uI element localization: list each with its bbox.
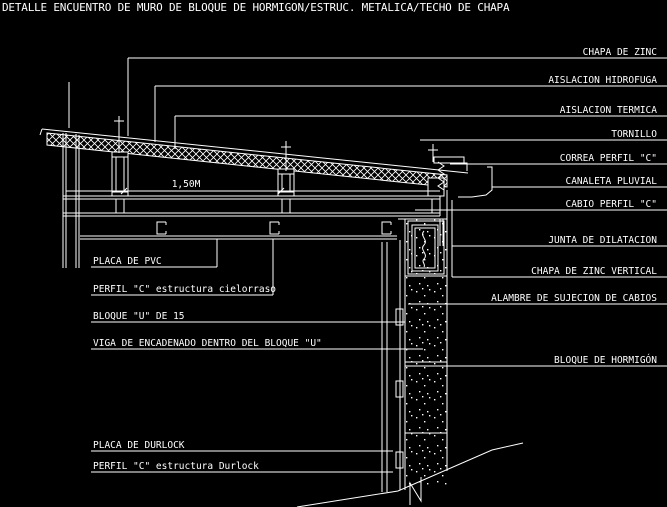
label-bloque-hormigon: BLOQUE DE HORMIGÓN [554,354,657,366]
right-label-texts: CHAPA DE ZINC AISLACION HIDROFUGA AISLAC… [491,47,657,366]
roof-end-step [464,162,468,171]
label-perfil-durlock: PERFIL "C" estructura Durlock [93,461,259,472]
zinc-sheet-left-hook [39,128,43,136]
bond-beam-inner [414,227,436,269]
label-chapa-de-zinc: CHAPA DE ZINC [583,47,657,58]
durlock-c-profile-1 [395,308,404,326]
fixing-coil [437,161,445,191]
right-leaders [127,57,667,367]
break-diagonal [296,442,524,507]
dimension-text: 1,50M [172,179,201,190]
durlock-c-profile-2 [395,380,404,398]
screw-2 [281,141,291,171]
dimension-tick-right [277,187,285,195]
u-block-outline [407,220,445,275]
label-alambre-sujecion: ALAMBRE DE SUJECION DE CABIOS [491,293,657,304]
roof-assembly [39,82,469,188]
bond-beam-outer [411,224,439,272]
label-viga-encadenado: VIGA DE ENCADENADO DENTRO DEL BLOQUE "U" [93,338,322,349]
block-wall [398,190,453,490]
ceiling-structure [63,187,441,240]
purlin-1 [111,151,129,213]
label-aislacion-termica: AISLACION TERMICA [560,105,658,116]
left-label-texts: PLACA DE PVC PERFIL "C" estructura cielo… [93,256,322,472]
roof-insulation-hatch [46,132,448,188]
durlock-lining [381,240,404,492]
c-channel-bracket-3 [381,221,392,235]
drawing-title: DETALLE ENCUENTRO DE MURO DE BLOQUE DE H… [2,1,510,14]
break-zigzag [409,477,422,505]
label-bloque-u-15: BLOQUE "U" DE 15 [93,311,185,322]
rebar-squiggle [422,230,426,268]
wall-stipple [405,219,447,485]
label-perfil-cielorraso: PERFIL "C" estructura cielorraso [93,284,276,295]
rain-gutter-profile [458,166,493,198]
c-channel-bracket-1 [156,221,167,235]
label-placa-pvc: PLACA DE PVC [93,256,162,267]
label-placa-durlock: PLACA DE DURLOCK [93,440,185,451]
dimension-tick-left [120,187,128,195]
label-tornillo: TORNILLO [611,129,657,140]
c-channel-bracket-2 [269,221,280,235]
durlock-c-profile-3 [395,451,404,469]
left-leaders [91,239,423,473]
label-cabio-perfil-c: CABIO PERFIL "C" [565,199,657,210]
break-line [296,442,524,507]
left-column [62,133,80,268]
label-junta-dilatacion: JUNTA DE DILATACION [548,235,657,246]
label-chapa-zinc-vertical: CHAPA DE ZINC VERTICAL [531,266,657,277]
label-canaleta-pluvial: CANALETA PLUVIAL [565,176,657,187]
label-aislacion-hidrofuga: AISLACION HIDROFUGA [548,75,657,86]
label-correa-perfil-c: CORREA PERFIL "C" [560,153,657,164]
zinc-sheet-line [41,128,469,174]
screw-3 [428,144,438,162]
roof-end-plate [433,156,465,164]
screw-1 [114,116,124,153]
